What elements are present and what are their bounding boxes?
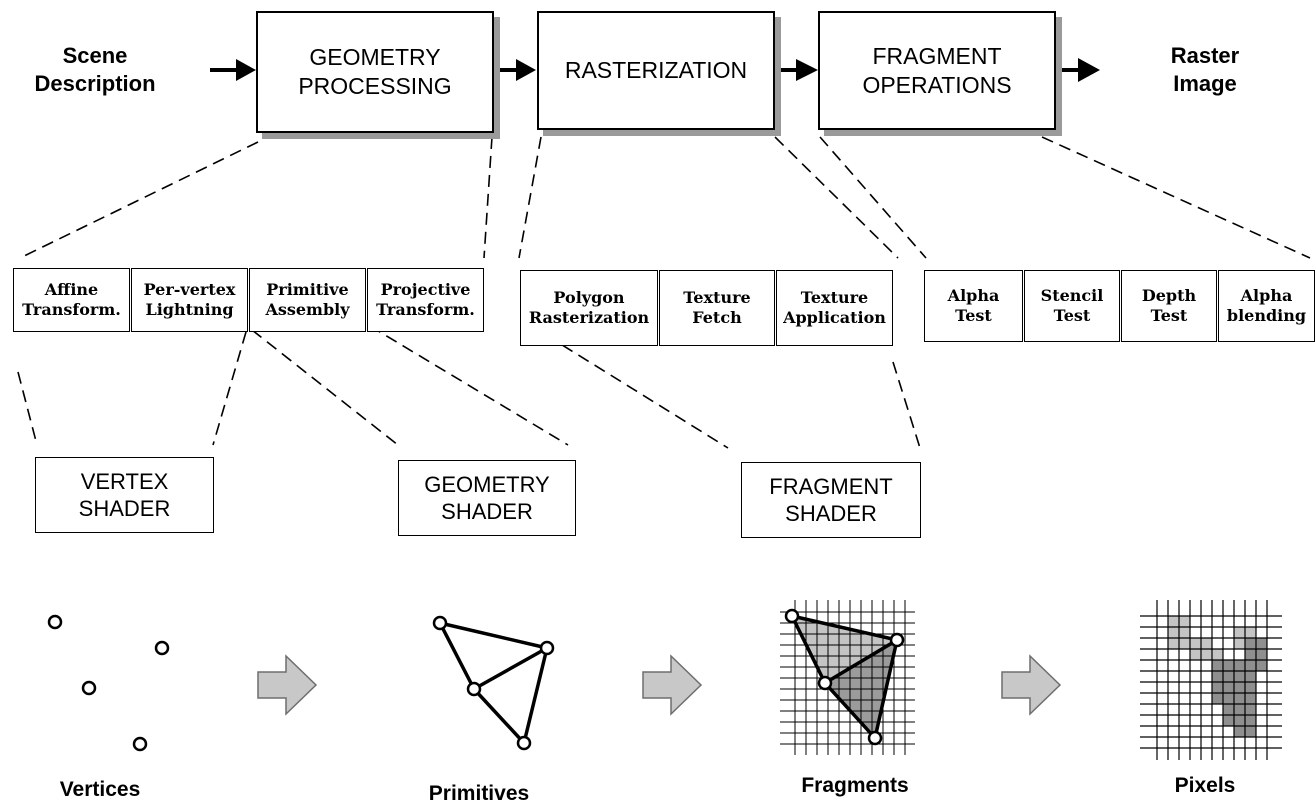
pipeline-arrows [210, 58, 1100, 82]
substep-texture-fetch: Texture Fetch [659, 270, 775, 346]
substep-label: Alpha blending [1226, 286, 1307, 325]
vertex-shader-box: VERTEX SHADER [35, 457, 214, 533]
process-arrow-1 [257, 654, 318, 716]
dashed-connectors [17, 136, 1311, 449]
primitives-caption: Primitives [428, 782, 530, 805]
fragments-illustration [780, 600, 915, 755]
substep-label: Texture Fetch [683, 288, 751, 327]
vertex-point [132, 736, 148, 752]
stage-label: RASTERIZATION [564, 57, 748, 84]
substep-label: Texture Application [783, 288, 886, 327]
substep-depth-test: Depth Test [1121, 270, 1217, 342]
fragment-shader-box: FRAGMENT SHADER [741, 462, 921, 538]
substep-affine-transform: Affine Transform. [13, 268, 130, 332]
substep-texture-application: Texture Application [776, 270, 893, 346]
vertices-caption: Vertices [59, 778, 141, 801]
vertex-point [432, 615, 448, 631]
vertex-point [539, 640, 555, 656]
stage-label: FRAGMENT OPERATIONS [862, 42, 1012, 98]
process-arrow-2 [642, 654, 703, 716]
shader-label: FRAGMENT SHADER [769, 473, 893, 527]
substep-alpha-blending: Alpha blending [1218, 270, 1315, 342]
substep-label: Primitive Assembly [265, 280, 350, 319]
vertex-point [47, 614, 63, 630]
process-arrow-3 [1001, 654, 1062, 716]
vertex-point [466, 681, 482, 697]
stage-fragment-operations: FRAGMENT OPERATIONS [818, 11, 1056, 130]
process-arrows [257, 654, 1062, 716]
vertex-point [867, 730, 883, 746]
primitives-illustration [432, 615, 555, 751]
pixels-illustration [1140, 600, 1282, 760]
vertex-point [784, 608, 800, 624]
shader-label: VERTEX SHADER [78, 468, 171, 522]
substep-alpha-test: Alpha Test [924, 270, 1023, 342]
vertex-point [154, 640, 170, 656]
geometry-shader-box: GEOMETRY SHADER [398, 460, 576, 536]
input-label: Scene Description [34, 43, 156, 96]
substep-per-vertex-lightning: Per-vertex Lightning [131, 268, 248, 332]
vertex-point [516, 735, 532, 751]
substep-stencil-test: Stencil Test [1024, 270, 1120, 342]
vertex-point [889, 632, 905, 648]
substep-primitive-assembly: Primitive Assembly [249, 268, 366, 332]
shader-label: GEOMETRY SHADER [424, 471, 550, 525]
substep-label: Stencil Test [1040, 286, 1104, 325]
substep-label: Depth Test [1141, 286, 1197, 325]
vertex-point [81, 680, 97, 696]
substep-label: Affine Transform. [22, 280, 121, 319]
vertices-illustration [47, 614, 170, 752]
substep-projective-transform: Projective Transform. [367, 268, 484, 332]
substep-label: Alpha Test [947, 286, 1000, 325]
stage-label: GEOMETRY PROCESSING [298, 44, 452, 99]
pixels-caption: Pixels [1174, 774, 1236, 797]
fragments-caption: Fragments [801, 774, 909, 797]
substep-label: Projective Transform. [376, 280, 475, 319]
vertex-point [817, 675, 833, 691]
output-label: Raster Image [1170, 43, 1240, 96]
stage-rasterization: RASTERIZATION [537, 11, 775, 130]
substep-label: Polygon Rasterization [528, 288, 650, 327]
substep-label: Per-vertex Lightning [143, 280, 236, 319]
stage-geometry-processing: GEOMETRY PROCESSING [256, 11, 494, 133]
substep-polygon-rasterization: Polygon Rasterization [520, 270, 658, 346]
